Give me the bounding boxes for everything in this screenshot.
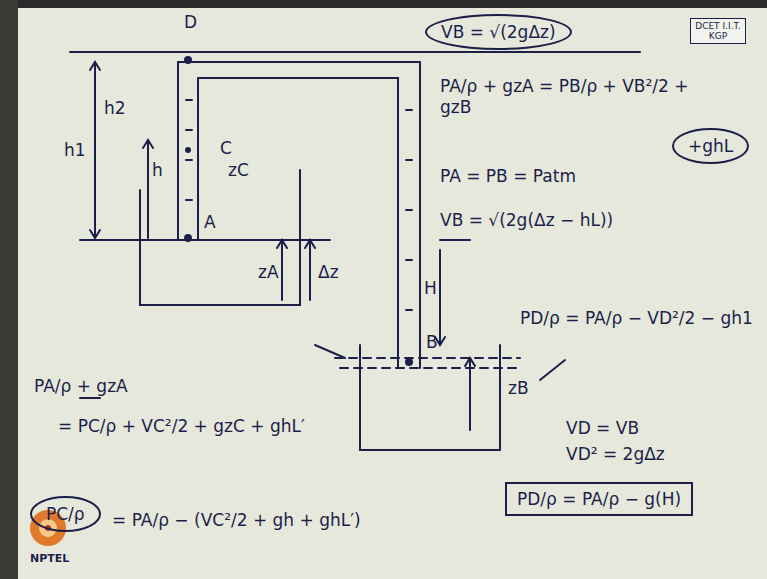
point-label: Δz bbox=[318, 262, 339, 283]
point-label: A bbox=[204, 212, 216, 233]
equation-text: VD = VB bbox=[566, 418, 639, 439]
node-text: PC/ρ bbox=[46, 504, 85, 524]
point-label: h bbox=[152, 160, 163, 181]
equation-text: PA = PB = Patm bbox=[440, 166, 576, 187]
stamp-box: DCET I.I.T. KGP bbox=[690, 18, 746, 44]
node-text: PD/ρ = PA/ρ − g(H) bbox=[517, 489, 681, 509]
node-text: VB = √(2gΔz) bbox=[441, 22, 556, 42]
point-label: B bbox=[426, 332, 438, 353]
boxed-equation: PD/ρ = PA/ρ − g(H) bbox=[505, 482, 693, 516]
point-label: h1 bbox=[64, 140, 86, 161]
equation-text: PA/ρ + gzA = PB/ρ + VB²/2 + gzB bbox=[440, 76, 690, 119]
equation-text: NPTEL bbox=[30, 552, 69, 566]
point-label: D bbox=[184, 12, 197, 33]
point-label: h2 bbox=[104, 98, 126, 119]
circled-term: PC/ρ bbox=[30, 496, 101, 532]
equation-text: PA/ρ + gzA bbox=[34, 376, 128, 397]
node-text: DCET I.I.T. KGP bbox=[695, 21, 741, 41]
equation-text: = PA/ρ − (VC²/2 + gh + ghL′) bbox=[112, 510, 361, 531]
equation-text: VB = √(2g(Δz − hL)) bbox=[440, 210, 613, 231]
circled-term: +ghL bbox=[672, 128, 749, 164]
point-label: C bbox=[220, 138, 232, 159]
equation-text: = PC/ρ + VC²/2 + gzC + ghL′ bbox=[58, 416, 305, 437]
point-label: zB bbox=[508, 378, 529, 399]
equation-text: PD/ρ = PA/ρ − VD²/2 − gh1 bbox=[520, 308, 755, 329]
point-label: zC bbox=[228, 160, 249, 181]
equation-text: VD² = 2gΔz bbox=[566, 444, 665, 465]
point-label: zA bbox=[258, 262, 279, 283]
node-text: +ghL bbox=[688, 136, 733, 156]
point-label: H bbox=[424, 278, 437, 299]
circled-equation: VB = √(2gΔz) bbox=[425, 14, 572, 50]
